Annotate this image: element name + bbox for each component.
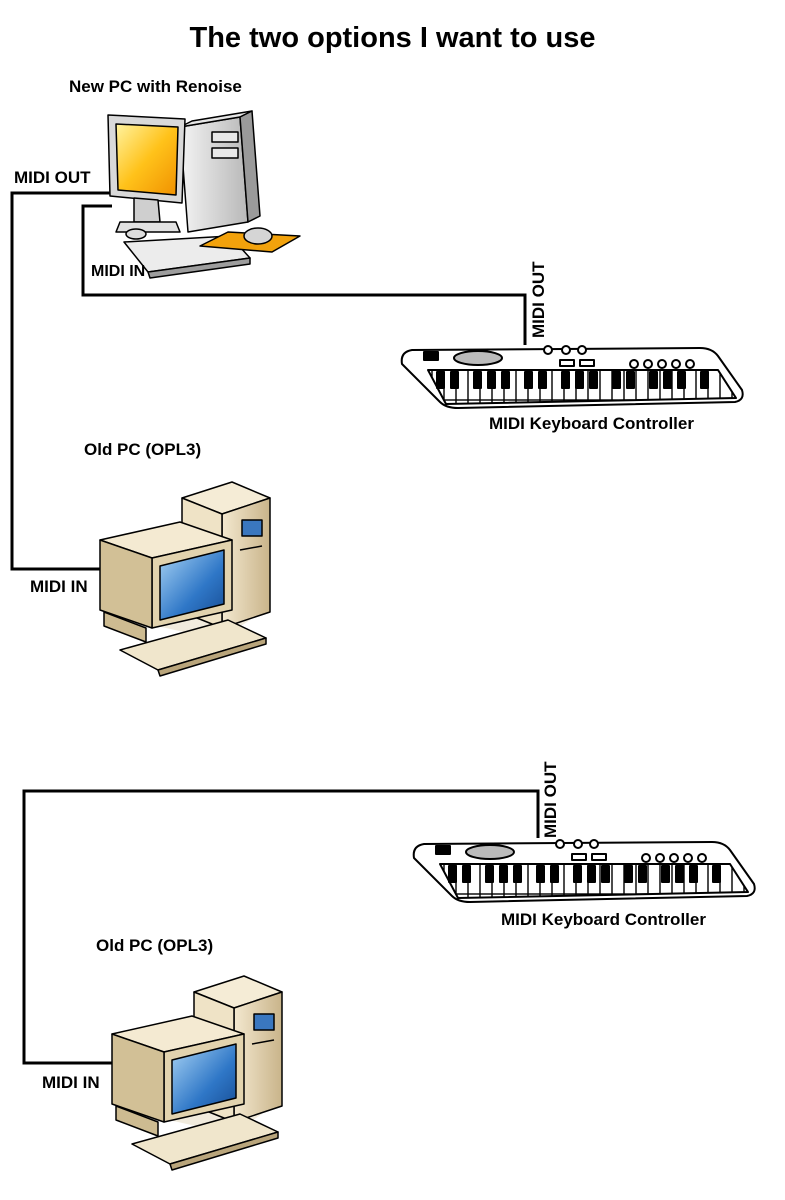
keyboard-2-label: MIDI Keyboard Controller: [501, 910, 706, 929]
old-pc-2-label: Old PC (OPL3): [96, 936, 214, 955]
keyboard-1-midi-out-label: MIDI OUT: [529, 261, 548, 339]
old-pc-1-midi-in-label: MIDI IN: [30, 577, 88, 596]
cable-keyboard-out-to-newpc-in: [81, 204, 527, 345]
old-pc-1-label: Old PC (OPL3): [84, 440, 202, 459]
diagram-title: The two options I want to use: [189, 22, 596, 54]
option1-cables: [10, 191, 527, 571]
keyboard-1-label: MIDI Keyboard Controller: [489, 414, 694, 433]
keyboard-2-midi-out-label: MIDI OUT: [541, 761, 560, 839]
old-pc-illustration-1: [99, 481, 271, 677]
old-pc-2-midi-in-label: MIDI IN: [42, 1073, 100, 1092]
keyboard-controller-2: [412, 839, 756, 903]
new-pc-illustration: [107, 110, 301, 279]
new-pc-midi-out-label: MIDI OUT: [14, 168, 91, 187]
cable-keyboard-out-to-oldpc-in-2: [22, 789, 540, 1065]
keyboard-controller-1: [400, 345, 744, 409]
old-pc-illustration-2: [111, 975, 283, 1171]
cable-newpc-out-to-oldpc-in: [10, 191, 112, 571]
new-pc-midi-in-label: MIDI IN: [91, 263, 146, 280]
new-pc-label: New PC with Renoise: [69, 77, 242, 96]
